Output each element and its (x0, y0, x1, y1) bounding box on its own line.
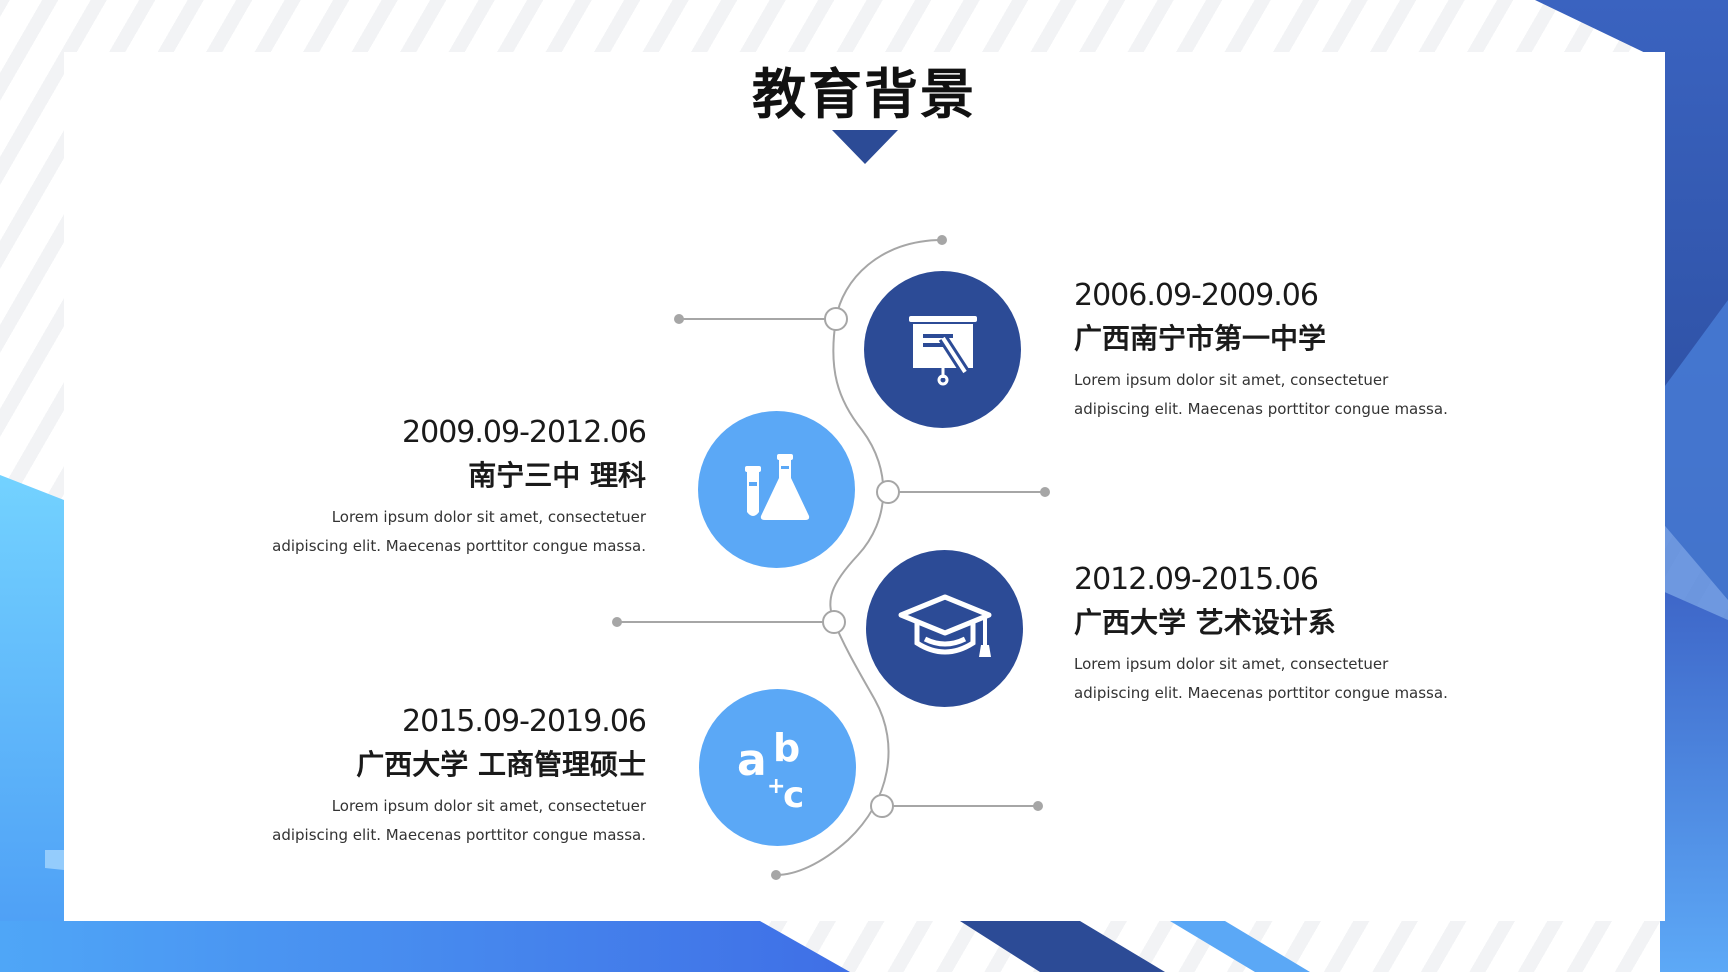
entry-1: 2006.09-2009.06 广西南宁市第一中学 Lorem ipsum do… (1074, 276, 1494, 424)
entry-4-school: 广西大学 工商管理硕士 (356, 748, 646, 781)
entry-2-desc-line1: Lorem ipsum dolor sit amet, consectetuer (331, 508, 646, 526)
entry-2-desc: Lorem ipsum dolor sit amet, consectetuer… (226, 503, 646, 561)
entry-4-desc-line1: Lorem ipsum dolor sit amet, consectetuer (331, 797, 646, 815)
presentation-board-icon (908, 315, 977, 385)
entry-3-date: 2012.09-2015.06 (1074, 562, 1319, 597)
lab-flask-icon (744, 453, 809, 520)
entry-2-desc-line2: adipiscing elit. Maecenas porttitor cong… (272, 537, 646, 555)
entry-3-desc: Lorem ipsum dolor sit amet, consectetuer… (1074, 650, 1494, 708)
entry-1-circle (864, 271, 1021, 428)
content-card (64, 52, 1665, 921)
abc-icon-c: c (783, 775, 804, 813)
entry-2-date: 2009.09-2012.06 (402, 415, 647, 450)
abc-icon-plus: + (767, 774, 785, 799)
abc-letters-icon: a b + c (737, 726, 804, 813)
entry-1-school: 广西南宁市第一中学 (1074, 322, 1327, 355)
entry-4-date: 2015.09-2019.06 (402, 704, 647, 739)
entry-3-desc-line1: Lorem ipsum dolor sit amet, consectetuer (1074, 655, 1389, 673)
abc-icon-a: a (737, 735, 767, 786)
entry-1-desc: Lorem ipsum dolor sit amet, consectetuer… (1074, 366, 1494, 424)
graduation-cap-icon (898, 594, 991, 657)
entry-4-desc: Lorem ipsum dolor sit amet, consectetuer… (226, 792, 646, 850)
entry-3-desc-line2: adipiscing elit. Maecenas porttitor cong… (1074, 684, 1448, 702)
entry-4-desc-line2: adipiscing elit. Maecenas porttitor cong… (272, 826, 646, 844)
entry-3: 2012.09-2015.06 广西大学 艺术设计系 Lorem ipsum d… (1074, 560, 1494, 708)
entry-3-circle (866, 550, 1023, 707)
entry-1-date: 2006.09-2009.06 (1074, 278, 1319, 313)
entry-1-desc-line1: Lorem ipsum dolor sit amet, consectetuer (1074, 371, 1389, 389)
entry-2: 2009.09-2012.06 南宁三中 理科 Lorem ipsum dolo… (226, 413, 647, 561)
entry-4-circle: a b + c (699, 689, 856, 846)
page-title: 教育背景 (752, 63, 976, 126)
title-arrow-icon (832, 130, 898, 164)
entry-2-circle (698, 411, 855, 568)
entry-1-desc-line2: adipiscing elit. Maecenas porttitor cong… (1074, 400, 1448, 418)
entry-3-school: 广西大学 艺术设计系 (1074, 606, 1336, 639)
abc-icon-b: b (773, 726, 800, 770)
entry-4: 2015.09-2019.06 广西大学 工商管理硕士 Lorem ipsum … (226, 702, 647, 850)
entry-2-school: 南宁三中 理科 (468, 459, 646, 492)
